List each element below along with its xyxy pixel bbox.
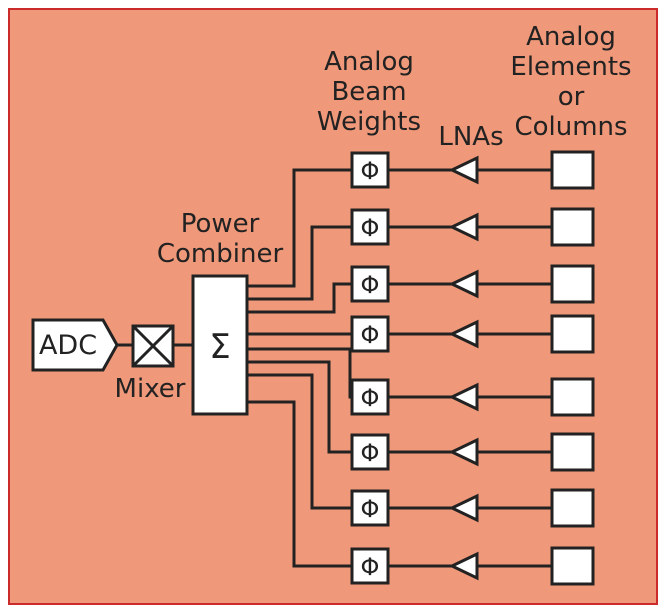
phase-shifter-label: Φ [361, 553, 380, 581]
square-antenna-element-icon [550, 488, 595, 528]
phase-shifter-icon [350, 151, 390, 189]
phase-shifter-label: Φ [361, 439, 380, 467]
power-combiner-label-line-2: Combiner [157, 239, 284, 269]
phase-shifter-icon [350, 315, 390, 353]
phase-shifter-label: Φ [361, 495, 380, 523]
channel-row: Φ [350, 314, 595, 354]
adc-block: ADC [31, 318, 119, 372]
beam-weights-label-line-1: Analog [324, 47, 414, 77]
triangle-amplifier-icon [448, 269, 479, 299]
triangle-amplifier-icon [448, 493, 479, 523]
wire-combiner-to-phase-3 [247, 282, 352, 314]
channel-row: Φ [350, 488, 595, 528]
phase-shifter-icon [350, 547, 390, 585]
square-antenna-element-icon [550, 207, 595, 247]
elements-label-line-3: or [558, 82, 585, 112]
phase-shifter-label: Φ [361, 321, 380, 349]
channel-row: Φ [350, 207, 595, 247]
power-combiner-block: Σ Power Combiner [157, 209, 284, 416]
phase-shifter-label: Φ [361, 271, 380, 299]
square-antenna-element-icon [550, 264, 595, 304]
channel-row: Φ [350, 432, 595, 472]
triangle-amplifier-icon [448, 319, 479, 349]
triangle-amplifier-icon [448, 551, 479, 581]
phase-shifter-icon [350, 489, 390, 527]
lnas-label: LNAs [438, 122, 503, 152]
phase-shifter-icon [350, 208, 390, 246]
square-antenna-element-icon [550, 432, 595, 472]
mixer-label: Mixer [115, 374, 186, 404]
triangle-amplifier-icon [448, 382, 479, 412]
wire-combiner-to-phase-8 [247, 400, 352, 568]
pentagon-adc-icon [31, 318, 119, 372]
triangle-amplifier-icon [448, 155, 479, 185]
square-antenna-element-icon [550, 314, 595, 354]
channel-row: Φ [350, 264, 595, 304]
triangle-amplifier-icon [448, 212, 479, 242]
elements-label-line-1: Analog [526, 22, 616, 52]
phase-shifter-icon [350, 433, 390, 471]
beam-weights-label-line-3: Weights [317, 107, 421, 137]
signal-wires [117, 168, 552, 568]
channel-row: Φ [350, 377, 595, 417]
wire-combiner-to-phase-2 [247, 225, 352, 301]
wire-combiner-to-phase-1 [247, 168, 352, 288]
power-combiner-label-line-1: Power [181, 209, 260, 239]
combiner-symbol: Σ [209, 327, 230, 367]
square-antenna-element-icon [550, 377, 595, 417]
channel-row: Φ [350, 150, 595, 190]
phase-shifter-icon [350, 378, 390, 416]
elements-label-line-2: Elements [510, 52, 631, 82]
phase-shifter-icon [350, 265, 390, 303]
wire-combiner-to-phase-7 [247, 373, 352, 510]
mixer-cross-line-b [131, 324, 175, 368]
square-antenna-element-icon [550, 150, 595, 190]
phase-shifter-label: Φ [361, 214, 380, 242]
mixer-block: Mixer [115, 324, 186, 404]
adc-label: ADC [39, 330, 97, 361]
elements-label-line-4: Columns [514, 112, 627, 142]
channel-row: Φ [350, 546, 595, 586]
beam-weights-label-line-2: Beam [331, 77, 406, 107]
triangle-amplifier-icon [448, 437, 479, 467]
beam-weights-header: Analog Beam Weights [317, 47, 421, 137]
square-antenna-element-icon [550, 546, 595, 586]
elements-header: Analog Elements or Columns [510, 22, 631, 142]
wire-combiner-to-phase-6 [247, 360, 352, 454]
phase-shifter-label: Φ [361, 384, 380, 412]
power-combiner-box [191, 274, 249, 416]
phase-shifter-label: Φ [361, 157, 380, 185]
